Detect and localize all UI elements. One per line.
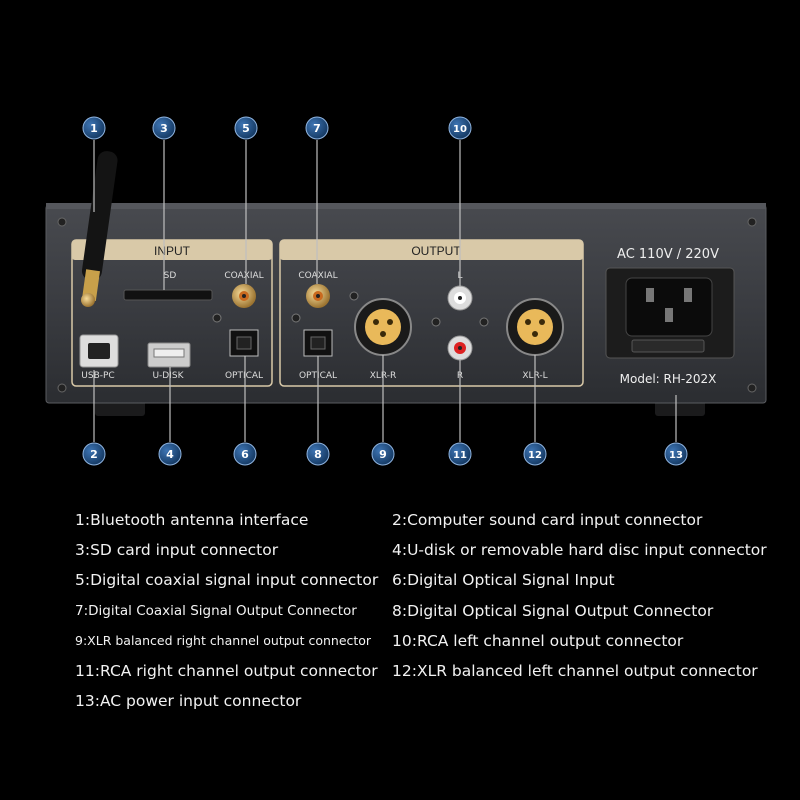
callout-badge-2: 2 bbox=[82, 442, 106, 466]
chassis-top-edge bbox=[46, 203, 766, 209]
output-optical-port bbox=[303, 329, 333, 357]
screw-icon bbox=[57, 383, 67, 393]
usb-pc-label: USB-PC bbox=[81, 371, 114, 381]
legend-item-6: 6:Digital Optical Signal Input bbox=[392, 571, 615, 589]
callout-number: 10 bbox=[453, 124, 467, 135]
callout-badge-10: 10 bbox=[448, 116, 472, 140]
xlr-r-connector bbox=[354, 298, 412, 356]
legend-item-12: 12:XLR balanced left channel output conn… bbox=[392, 662, 758, 680]
xlr-l-connector bbox=[506, 298, 564, 356]
legend-item-10: 10:RCA left channel output connector bbox=[392, 632, 684, 650]
callout-number: 1 bbox=[90, 122, 98, 135]
output-coaxial-label: COAXIAL bbox=[298, 271, 337, 281]
callout-badge-7: 7 bbox=[305, 116, 329, 140]
callout-badge-5: 5 bbox=[234, 116, 258, 140]
callout-number: 13 bbox=[669, 450, 683, 461]
legend-item-11: 11:RCA right channel output connector bbox=[75, 662, 378, 680]
legend-item-2: 2:Computer sound card input connector bbox=[392, 511, 703, 529]
callout-badge-1: 1 bbox=[82, 116, 106, 140]
legend-item-5: 5:Digital coaxial signal input connector bbox=[75, 571, 379, 589]
callout-number: 7 bbox=[313, 122, 321, 135]
callout-badge-13: 13 bbox=[664, 442, 688, 466]
usb-pc-port bbox=[79, 334, 119, 368]
screw-icon bbox=[431, 317, 441, 327]
input-coaxial-jack bbox=[232, 284, 256, 308]
callout-badge-9: 9 bbox=[371, 442, 395, 466]
callout-badge-8: 8 bbox=[306, 442, 330, 466]
bluetooth-antenna bbox=[81, 151, 118, 307]
callout-number: 6 bbox=[241, 448, 249, 461]
legend-item-9: 9:XLR balanced right channel output conn… bbox=[75, 633, 372, 648]
sd-card-slot bbox=[123, 289, 213, 301]
callout-number: 2 bbox=[90, 448, 98, 461]
callout-badge-4: 4 bbox=[158, 442, 182, 466]
u-disk-port bbox=[147, 342, 191, 368]
callout-leader-lines bbox=[93, 140, 677, 442]
screw-icon bbox=[291, 313, 301, 323]
callout-badge-12: 12 bbox=[523, 442, 547, 466]
legend-item-8: 8:Digital Optical Signal Output Connecto… bbox=[392, 602, 714, 620]
output-label: OUTPUT bbox=[411, 244, 461, 258]
input-panel-header bbox=[72, 240, 272, 260]
connector-legend: 1:Bluetooth antenna interface 2:Computer… bbox=[0, 500, 800, 800]
callout-number: 5 bbox=[242, 122, 250, 135]
legend-item-13: 13:AC power input connector bbox=[75, 692, 302, 710]
input-optical-label: OPTICAL bbox=[225, 371, 263, 381]
screw-icon bbox=[479, 317, 489, 327]
legend-item-7: 7:Digital Coaxial Signal Output Connecto… bbox=[75, 603, 357, 619]
callout-number: 8 bbox=[314, 448, 322, 461]
screw-icon bbox=[747, 217, 757, 227]
rca-r-jack bbox=[447, 335, 473, 361]
ac-power-socket bbox=[605, 267, 735, 359]
callout-number: 9 bbox=[379, 448, 387, 461]
device-rear-panel-diagram: INPUT OUTPUT USB-PC SD U-DISK COAXIAL OP… bbox=[45, 116, 767, 466]
model-label: Model: RH-202X bbox=[620, 372, 717, 386]
legend-item-4: 4:U-disk or removable hard disc input co… bbox=[392, 541, 767, 559]
screw-icon bbox=[57, 217, 67, 227]
callout-badge-6: 6 bbox=[233, 442, 257, 466]
callout-badge-11: 11 bbox=[448, 442, 472, 466]
callout-number: 11 bbox=[453, 450, 467, 461]
input-coaxial-label: COAXIAL bbox=[224, 271, 263, 281]
callout-badge-3: 3 bbox=[152, 116, 176, 140]
legend-item-1: 1:Bluetooth antenna interface bbox=[75, 511, 309, 529]
output-coaxial-jack bbox=[306, 284, 330, 308]
legend-item-3: 3:SD card input connector bbox=[75, 541, 279, 559]
callout-number: 12 bbox=[528, 450, 542, 461]
input-optical-port bbox=[229, 329, 259, 357]
screw-icon bbox=[212, 313, 222, 323]
u-disk-label: U-DISK bbox=[152, 371, 184, 381]
callout-number: 4 bbox=[166, 448, 174, 461]
screw-icon bbox=[747, 383, 757, 393]
callout-number: 3 bbox=[160, 122, 168, 135]
sd-label: SD bbox=[164, 271, 177, 281]
screw-icon bbox=[349, 291, 359, 301]
input-label: INPUT bbox=[154, 244, 191, 258]
power-label: AC 110V / 220V bbox=[617, 247, 719, 262]
output-panel-header bbox=[280, 240, 583, 260]
rca-l-jack bbox=[447, 285, 473, 311]
